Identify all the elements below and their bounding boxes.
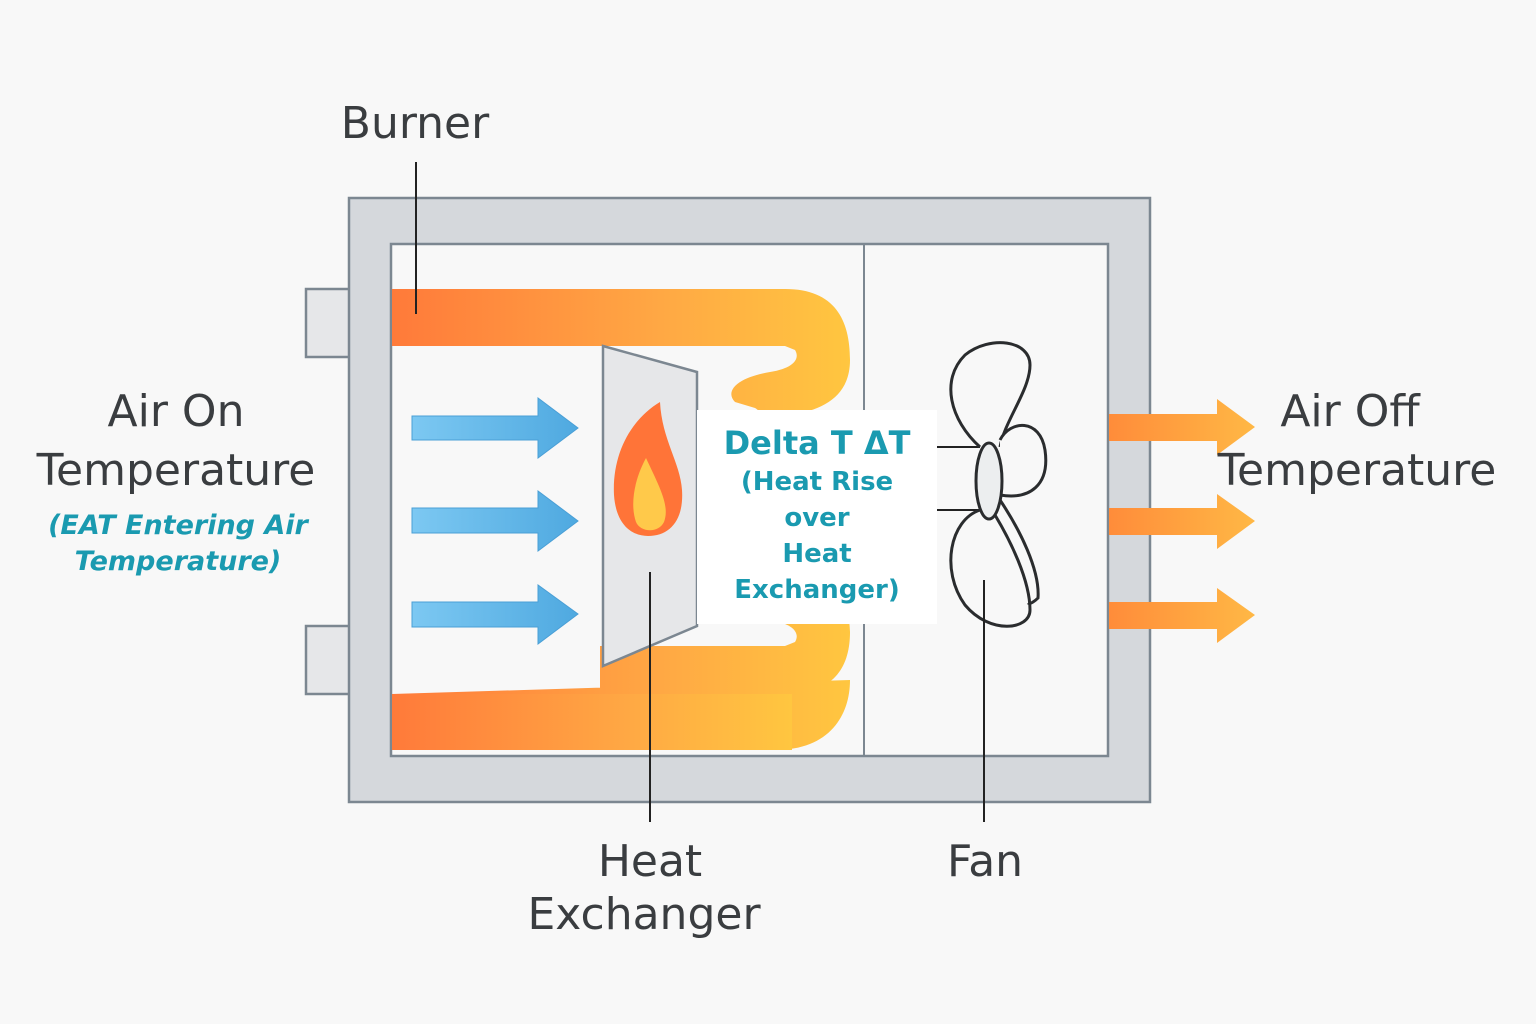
burner-flue-top [392,289,850,417]
delta-t-line2: (Heat Rise [741,467,893,497]
inlet-stub-bottom [304,624,352,696]
air-on-label-line2: Temperature [36,445,316,496]
cold-air-arrows [411,397,579,645]
heat-exchanger-label-line2: Exchanger [527,889,761,940]
delta-t-line5: Exchanger) [734,575,899,605]
fan-label: Fan [947,836,1023,887]
air-on-sub-line2: Temperature) [75,546,282,577]
inlet-stub-top [304,287,352,359]
hot-air-arrows [1109,399,1255,643]
air-off-label-line1: Air Off [1280,386,1421,437]
arrow-right-icon [1109,588,1255,643]
arrow-right-icon [411,584,579,645]
arrow-right-icon [1109,399,1255,455]
air-on-sub-line1: (EAT Entering Air [48,510,309,541]
burner-flue-bottom-body [392,694,792,750]
burner-label: Burner [341,98,490,149]
air-off-label-line2: Temperature [1217,445,1497,496]
delta-t-line1: Delta T ΔT [724,424,911,462]
fan-icon [949,341,1048,628]
air-on-label-line1: Air On [108,386,245,437]
delta-t-box [697,410,937,624]
arrow-right-icon [411,397,579,459]
flame-icon [613,402,683,536]
delta-t-line3: over [784,503,849,533]
heat-exchanger-label-line1: Heat [598,836,702,887]
delta-t-line4: Heat [782,539,851,569]
arrow-right-icon [411,490,579,552]
arrow-right-icon [1109,494,1255,549]
